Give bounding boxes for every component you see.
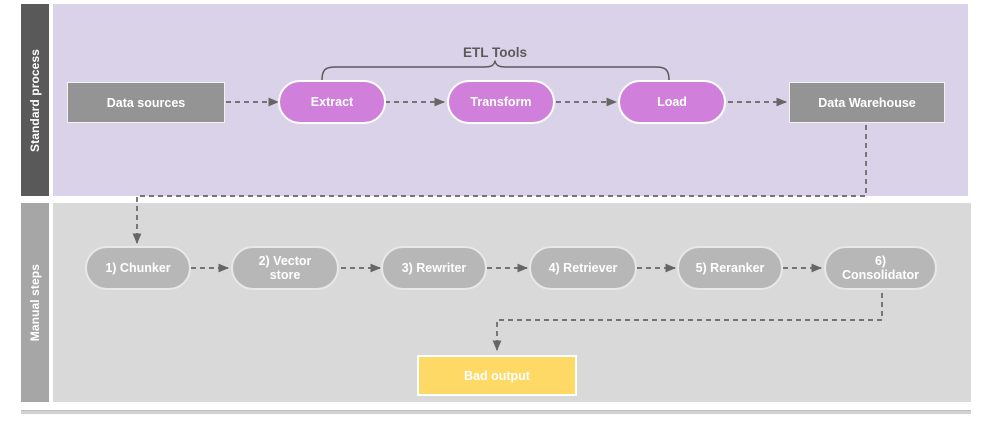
lane-label-standard-process: Standard process (21, 4, 49, 196)
lane-label-standard-process-text: Standard process (28, 48, 42, 152)
node-data-warehouse[interactable]: Data Warehouse (789, 82, 945, 123)
node-load[interactable]: Load (618, 80, 726, 124)
bottom-divider (21, 410, 971, 414)
node-load-label: Load (657, 95, 687, 109)
node-data-warehouse-label: Data Warehouse (818, 95, 916, 110)
node-retriever-label: 4) Retriever (548, 261, 618, 275)
node-reranker[interactable]: 5) Reranker (677, 246, 783, 290)
node-rewriter-label: 3) Rewriter (401, 261, 467, 275)
node-vector-store-label: 2) Vector store (258, 254, 312, 282)
node-extract-label: Extract (310, 95, 354, 109)
node-bad-output[interactable]: Bad output (417, 355, 577, 396)
node-transform-label: Transform (470, 95, 532, 109)
node-data-sources-label: Data sources (106, 95, 186, 110)
node-consolidator-label: 6) Consolidator (841, 254, 920, 282)
lane-label-manual-steps-text: Manual steps (28, 263, 42, 342)
node-bad-output-label: Bad output (464, 368, 530, 383)
node-chunker-label: 1) Chunker (105, 261, 171, 275)
node-vector-store[interactable]: 2) Vector store (231, 246, 339, 290)
node-transform[interactable]: Transform (447, 80, 555, 124)
node-extract[interactable]: Extract (278, 80, 386, 124)
node-chunker[interactable]: 1) Chunker (85, 246, 191, 290)
etl-tools-annotation-label: ETL Tools (463, 45, 527, 60)
node-rewriter[interactable]: 3) Rewriter (381, 246, 487, 290)
node-consolidator[interactable]: 6) Consolidator (824, 246, 937, 290)
node-reranker-label: 5) Reranker (695, 261, 765, 275)
node-data-sources[interactable]: Data sources (67, 82, 225, 123)
node-retriever[interactable]: 4) Retriever (529, 246, 637, 290)
lane-label-manual-steps: Manual steps (21, 203, 49, 402)
